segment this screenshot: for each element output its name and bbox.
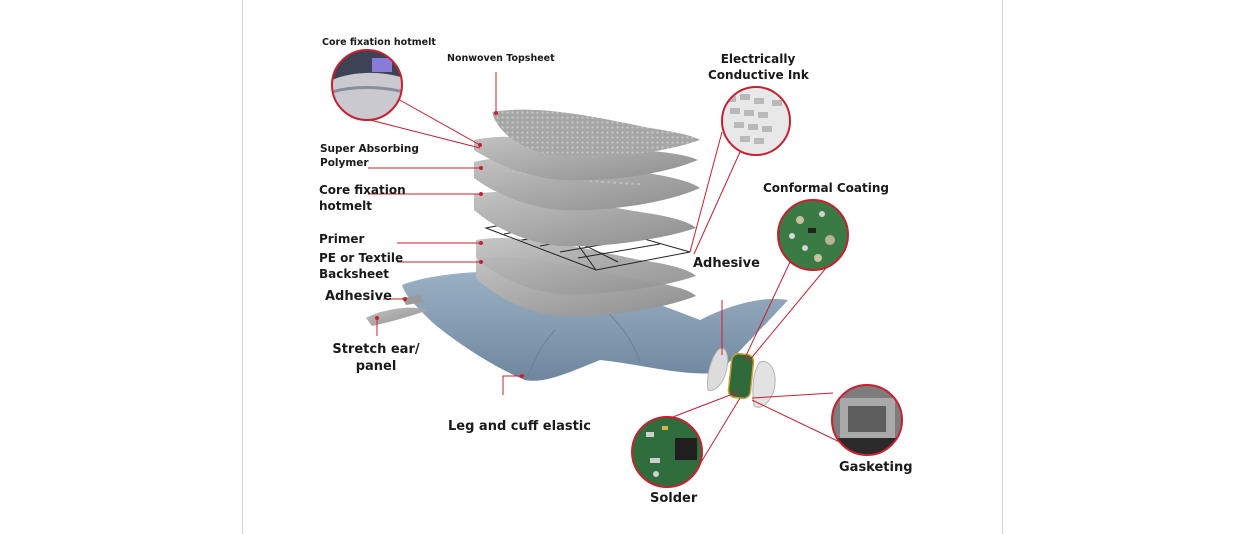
label-sap-line1: Super Absorbing xyxy=(320,143,419,155)
sensor-shell-right xyxy=(752,360,776,408)
label-cfh-line1: Core fixation xyxy=(319,183,406,197)
diaper-chassis xyxy=(402,271,788,381)
label-solder: Solder xyxy=(650,491,698,506)
label-ear-line2: panel xyxy=(355,358,397,374)
magnifier-conductive-ink xyxy=(721,86,791,156)
label-gasketing: Gasketing xyxy=(839,460,913,475)
leader-dots xyxy=(375,111,524,378)
magnifier-gasketing xyxy=(831,384,903,456)
layer-core-fixation xyxy=(474,191,696,247)
label-electrically-conductive-ink: Electrically Conductive Ink xyxy=(708,52,809,83)
sensor-shell-left xyxy=(707,348,729,391)
label-stretch-ear-panel: Stretch ear/ panel xyxy=(326,342,426,376)
label-adhesive-right: Adhesive xyxy=(693,256,760,271)
label-pe-textile-backsheet: PE or Textile Backsheet xyxy=(319,251,403,282)
label-primer: Primer xyxy=(319,232,365,246)
label-conformal-coating: Conformal Coating xyxy=(763,181,889,195)
magnifier-conformal-coating xyxy=(777,199,849,271)
label-core-fixation-hotmelt: Core fixation hotmelt xyxy=(319,183,406,214)
label-eci-line2: Conductive Ink xyxy=(708,67,809,82)
label-pe-line2: Backsheet xyxy=(319,266,390,281)
content-frame xyxy=(242,0,1003,534)
label-adhesive-left: Adhesive xyxy=(325,289,392,304)
label-pe-line1: PE or Textile xyxy=(319,251,404,265)
label-sap-line2: Polymer xyxy=(320,156,369,169)
label-core-fixation-top: Core fixation hotmelt xyxy=(322,37,436,48)
label-eci-line1: Electrically xyxy=(720,52,796,66)
adhesive-tab xyxy=(402,295,424,305)
magnifier-solder xyxy=(631,416,703,488)
sensor-pcb xyxy=(727,352,755,400)
layer-topsheet xyxy=(492,109,700,158)
stretch-ear xyxy=(366,307,428,326)
label-ear-line1: Stretch ear/ xyxy=(332,342,420,357)
label-leg-cuff-elastic: Leg and cuff elastic xyxy=(448,419,591,434)
label-super-absorbing-polymer: Super Absorbing Polymer xyxy=(320,143,419,170)
label-cfh-line2: hotmelt xyxy=(319,198,373,213)
magnifier-core-fixation xyxy=(331,49,403,121)
leader-lines xyxy=(368,72,847,465)
label-nonwoven-topsheet: Nonwoven Topsheet xyxy=(447,53,555,64)
